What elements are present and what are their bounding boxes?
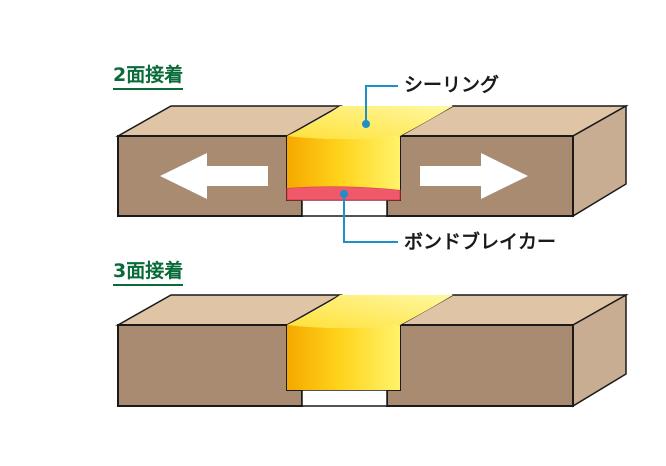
sealant-top-surface	[287, 106, 453, 139]
arrow-left-icon	[160, 153, 268, 199]
right-block-front-face-2	[386, 324, 574, 407]
label-bond-breaker: ボンドブレイカー	[404, 231, 557, 253]
joint-bottom-floor-2	[301, 389, 388, 407]
sealing-leader-line	[365, 85, 398, 124]
sealant-top-surface-2	[287, 295, 453, 328]
label-sealing: シーリング	[404, 74, 500, 96]
bond-breaker-leader-dot	[340, 190, 348, 198]
sealant-bottom	[287, 295, 453, 390]
sealing-leader-dot	[362, 120, 370, 128]
sealant-front-face	[287, 136, 400, 190]
sealant-front-face-2	[287, 325, 400, 390]
sealant-top	[287, 106, 453, 190]
arrow-right-icon	[420, 153, 528, 199]
heading-two-sided-adhesion: 2面接着	[113, 64, 184, 90]
three-sided-adhesion-diagram	[115, 293, 629, 408]
heading-three-sided-adhesion: 3面接着	[113, 260, 184, 286]
bond-breaker-leader-line	[343, 194, 398, 243]
two-sided-adhesion-diagram	[115, 85, 629, 243]
left-block-front-face-2	[117, 324, 303, 407]
